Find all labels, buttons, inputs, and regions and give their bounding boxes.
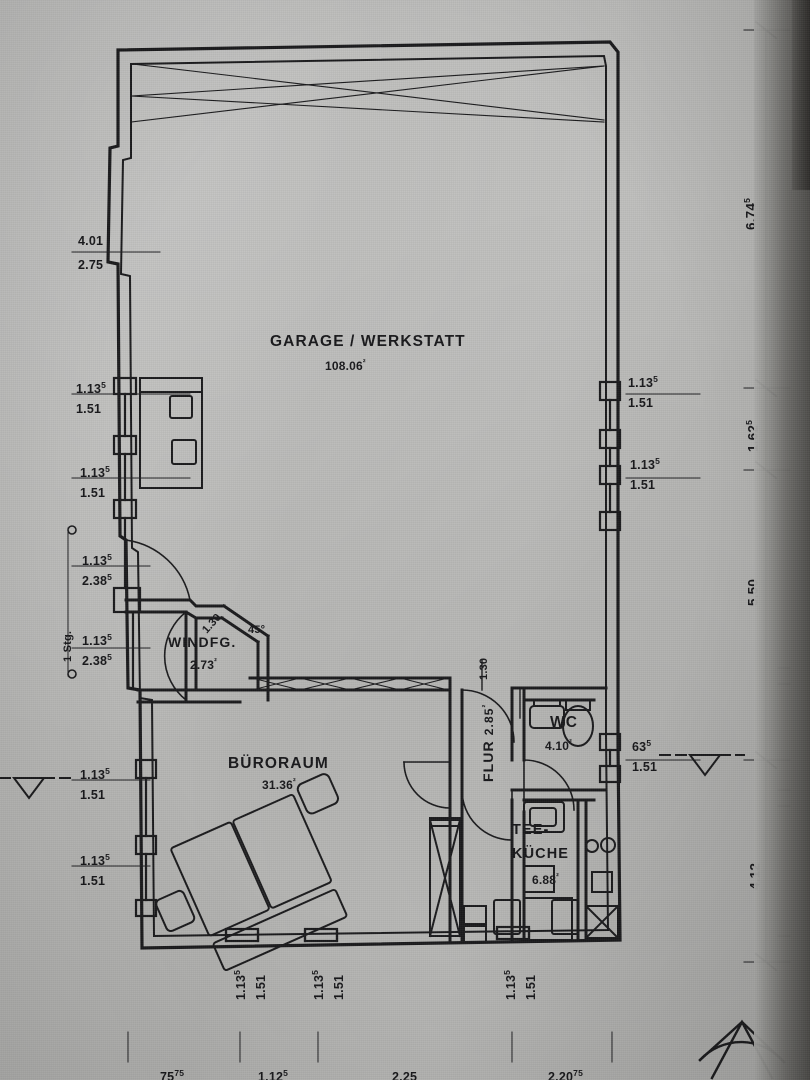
dim-bottom-3-right: 1.51 — [524, 974, 539, 1000]
dim-left-1-bottom: 2.75 — [78, 258, 104, 273]
room-area-windfang: 2.73² — [190, 657, 218, 672]
garage-door-symbol — [130, 63, 605, 123]
dim-right-3-bottom: 1.51 — [632, 760, 658, 775]
dim-bottom-3-left: 1.135 — [502, 969, 519, 1000]
dim-left-6-bottom: 1.51 — [80, 788, 106, 803]
room-label-garage: GARAGE / WERKSTATT — [270, 333, 466, 350]
dim-left-4-top: 1.135 — [82, 552, 113, 569]
dim-bottom-1-left: 1.135 — [232, 969, 249, 1000]
room-area-wc: 4.10² — [545, 738, 573, 753]
dim-chain-bottom-2: 1.125 — [258, 1068, 289, 1080]
annotation-stairs: 1 Stg. — [62, 630, 74, 662]
room-label-teekueche-line2: KÜCHE — [512, 846, 570, 862]
dim-right-3-top: 635 — [632, 738, 652, 755]
garage-stools — [169, 395, 197, 465]
room-partitions — [448, 686, 608, 942]
dim-right-1-bottom: 1.51 — [628, 396, 654, 411]
office-furniture — [155, 773, 348, 971]
annotation-door-width-flur: 1.30 — [478, 657, 490, 680]
room-label-bueroraum: BÜRORAUM — [228, 755, 329, 772]
room-label-teekueche-line1: TEE- — [512, 822, 550, 838]
dim-left-3-bottom: 1.51 — [80, 486, 106, 501]
annotation-angle-45: 45° — [248, 624, 266, 636]
dim-chain-bottom-4: 2.2075 — [548, 1068, 583, 1080]
room-label-flur: FLUR 2.85² — [480, 703, 496, 782]
dim-left-2-top: 1.135 — [76, 380, 107, 397]
right-wall-openings — [598, 380, 622, 784]
windfang-walls — [124, 598, 271, 702]
dim-bottom-1-right: 1.51 — [254, 974, 269, 1000]
dim-left-4-bottom: 2.385 — [82, 572, 113, 589]
dim-right-2-top: 1.135 — [630, 456, 661, 473]
exterior-walls — [106, 40, 622, 950]
dim-left-6-top: 1.135 — [80, 766, 111, 783]
room-area-bueroraum: 31.36² — [262, 777, 296, 792]
level-triangle-right — [659, 754, 745, 777]
dim-left-3-top: 1.135 — [80, 464, 111, 481]
exterior-walls-inner — [119, 54, 610, 938]
dim-left-1-top: 4.01 — [78, 234, 104, 249]
dim-right-2-bottom: 1.51 — [630, 478, 656, 493]
dim-bottom-2-right: 1.51 — [332, 974, 347, 1000]
level-triangle-left — [0, 777, 71, 800]
dim-left-5-bottom: 2.385 — [82, 652, 113, 669]
photo-corner-shadow — [792, 0, 810, 190]
interior-walls — [136, 676, 452, 704]
door-swings — [403, 689, 575, 841]
room-area-teekueche: 6.88² — [532, 872, 560, 887]
dim-bottom-2-left: 1.135 — [310, 969, 327, 1000]
left-wall-openings — [112, 376, 158, 918]
interior-wall-hatch — [251, 677, 449, 691]
dim-left-7-bottom: 1.51 — [80, 874, 106, 889]
leader-lines — [195, 639, 521, 719]
door-swing-windfang — [125, 539, 191, 702]
wall-marker-dots — [67, 525, 77, 679]
dim-right-1-top: 1.135 — [628, 374, 659, 391]
garage-workbench — [139, 377, 203, 489]
wc-fixtures — [529, 699, 594, 747]
dim-left-7-top: 1.135 — [80, 852, 111, 869]
dim-left-2-bottom: 1.51 — [76, 402, 102, 417]
dim-left-5-top: 1.135 — [82, 632, 113, 649]
sliding-door-panel — [428, 817, 463, 938]
room-label-windfang: WINDFG. — [168, 634, 237, 650]
room-area-garage: 108.06² — [325, 358, 366, 373]
room-label-wc: WC — [550, 714, 579, 731]
dim-chain-bottom-3: 2.25 — [392, 1070, 418, 1080]
kitchen-fixtures — [463, 801, 620, 943]
dim-chain-bottom-1: 7575 — [160, 1068, 185, 1080]
